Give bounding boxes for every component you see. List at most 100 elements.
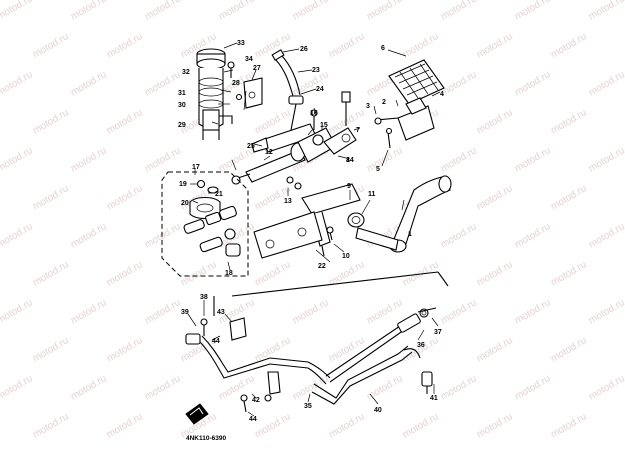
callout-13: 13 [284,198,292,205]
watermark-text-65: motod.ru [179,259,219,288]
watermark-text-99: motod.ru [31,411,71,440]
callout-36: 36 [417,342,425,349]
watermark-text-20: motod.ru [143,69,183,98]
watermark-text-72: motod.ru [0,297,35,326]
callout-25: 25 [247,143,255,150]
callout-39: 39 [181,309,189,316]
watermark-text-19: motod.ru [69,69,109,98]
watermark-text-93: motod.ru [217,373,257,402]
watermark-text-1: motod.ru [69,0,109,23]
callout-21: 21 [215,191,223,198]
callout-24: 24 [316,86,324,93]
callout-22: 22 [318,263,326,270]
callout-15: 15 [320,122,328,129]
callout-40: 40 [374,407,382,414]
callout-44: 44 [212,338,220,345]
watermark-text-98: motod.ru [587,373,625,402]
watermark-text-96: motod.ru [439,373,479,402]
watermark-text-33: motod.ru [475,107,515,136]
watermark-text-3: motod.ru [217,0,257,23]
watermark-text-92: motod.ru [143,373,183,402]
watermark-text-74: motod.ru [143,297,183,326]
watermark-text-95: motod.ru [365,373,405,402]
callout-14: 14 [346,157,354,164]
watermark-text-78: motod.ru [439,297,479,326]
watermark-text-4: motod.ru [291,0,331,23]
callout-20: 20 [181,200,189,207]
watermark-text-73: motod.ru [69,297,109,326]
watermark-text-13: motod.ru [327,31,367,60]
watermark-text-9: motod.ru [31,31,71,60]
watermark-text-94: motod.ru [291,373,331,402]
callout-27: 27 [253,65,261,72]
watermark-text-60: motod.ru [439,221,479,250]
watermark-text-24: motod.ru [439,69,479,98]
watermark-text-34: motod.ru [549,107,589,136]
callout-35: 35 [304,403,312,410]
watermark-text-88: motod.ru [549,335,589,364]
watermark-text-41: motod.ru [365,145,405,174]
watermark-text-100: motod.ru [105,411,145,440]
watermark-text-61: motod.ru [513,221,553,250]
callout-28: 28 [232,80,240,87]
callout-11: 11 [368,191,376,198]
watermark-text-6: motod.ru [439,0,479,23]
callout-17: 17 [192,164,200,171]
watermark-text-52: motod.ru [549,183,589,212]
callout-3: 3 [366,103,370,110]
watermark-text-25: motod.ru [513,69,553,98]
watermark-text-103: motod.ru [327,411,367,440]
callout-34: 34 [245,56,253,63]
callout-43: 43 [217,309,225,316]
watermark-text-102: motod.ru [253,411,293,440]
callout-4: 4 [440,91,444,98]
watermark-text-62: motod.ru [587,221,625,250]
watermark-text-77: motod.ru [365,297,405,326]
watermark-text-80: motod.ru [587,297,625,326]
watermark-text-37: motod.ru [69,145,109,174]
watermark-text-0: motod.ru [0,0,35,23]
callout-8: 8 [346,157,350,164]
callout-1: 1 [408,231,412,238]
watermark-text-7: motod.ru [513,0,553,23]
watermark-text-38: motod.ru [143,145,183,174]
watermark-text-66: motod.ru [253,259,293,288]
watermark-text-69: motod.ru [475,259,515,288]
watermark-text-82: motod.ru [105,335,145,364]
watermark-text-63: motod.ru [31,259,71,288]
watermark-text-104: motod.ru [401,411,441,440]
watermark-text-51: motod.ru [475,183,515,212]
callout-12: 12 [265,149,273,156]
watermark-text-55: motod.ru [69,221,109,250]
watermark-text-90: motod.ru [0,373,35,402]
reservoir-assembly [196,48,263,140]
watermark-text-106: motod.ru [549,411,589,440]
callout-23: 23 [312,67,320,74]
watermark-text-54: motod.ru [0,221,35,250]
callout-5: 5 [376,166,380,173]
master-cylinder [231,91,357,190]
callout-10: 10 [342,253,350,260]
watermark-text-64: motod.ru [105,259,145,288]
callout-38: 38 [200,294,208,301]
watermark-text-81: motod.ru [31,335,71,364]
callout-labels: 1 2 3 4 5 6 7 8 9 10 11 12 13 14 15 16 1… [178,40,444,423]
callout-42: 42 [252,397,260,404]
callout-32: 32 [182,69,190,76]
watermark-text-2: motod.ru [143,0,183,23]
watermark-text-70: motod.ru [549,259,589,288]
callout-31: 31 [178,90,186,97]
watermark-text-14: motod.ru [401,31,441,60]
watermark-text-27: motod.ru [31,107,71,136]
callout-37: 37 [434,329,442,336]
watermark-text-97: motod.ru [513,373,553,402]
callout-19: 19 [179,181,187,188]
callout-16: 16 [310,110,318,117]
watermark-text-44: motod.ru [587,145,625,174]
callout-44b: 44 [249,416,257,423]
drawing-code: 4NK110-6390 [186,435,226,442]
watermark-text-8: motod.ru [587,0,625,23]
watermark-text-10: motod.ru [105,31,145,60]
